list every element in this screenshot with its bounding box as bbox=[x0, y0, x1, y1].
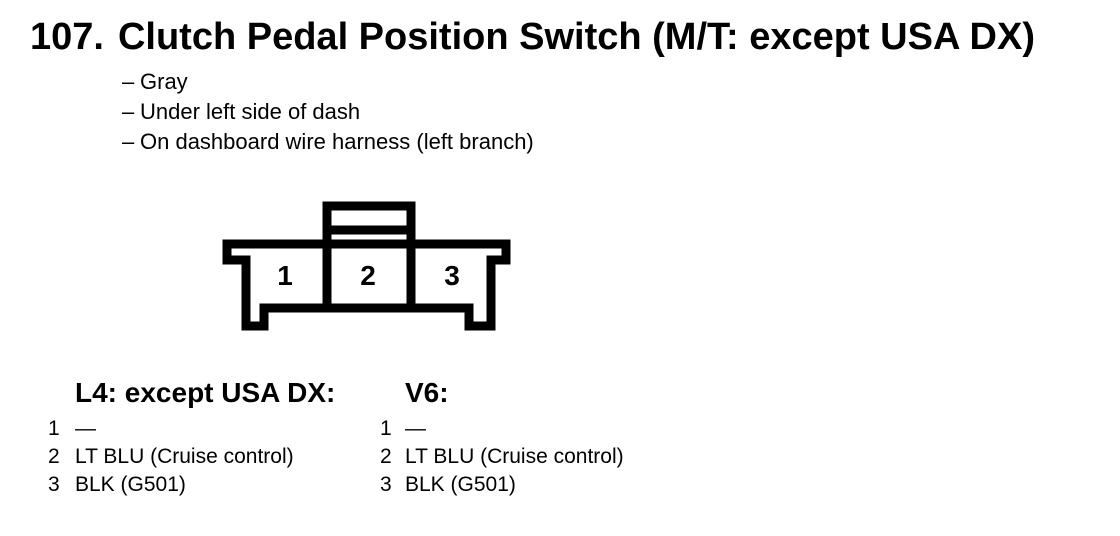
note-text: Under left side of dash bbox=[140, 99, 361, 124]
note-text: On dashboard wire harness (left branch) bbox=[140, 129, 534, 154]
pinout-row: 3 BLK (G501) bbox=[380, 471, 624, 499]
pin-number: 3 bbox=[48, 473, 60, 496]
pinout-row: 1 — bbox=[380, 415, 624, 443]
pin-number-label: 2 bbox=[360, 260, 376, 291]
pinout-row: 2 LT BLU (Cruise control) bbox=[380, 443, 624, 471]
pinout-list-l4: 1 — 2 LT BLU (Cruise control) 3 BLK (G50… bbox=[48, 415, 294, 499]
note-text: Gray bbox=[140, 69, 188, 94]
pin-description: — bbox=[75, 417, 96, 440]
pin-description: LT BLU (Cruise control) bbox=[405, 445, 624, 468]
connector-body-outline bbox=[222, 239, 511, 331]
pin-number: 2 bbox=[48, 445, 60, 468]
note-dash: – bbox=[122, 69, 135, 94]
page-title-number: 107. bbox=[30, 16, 104, 58]
connector-diagram: 1 2 3 bbox=[222, 201, 511, 331]
pinout-row: 3 BLK (G501) bbox=[48, 471, 294, 499]
pin-number: 1 bbox=[48, 417, 60, 440]
pinout-header-v6: V6: bbox=[405, 377, 449, 408]
note-line: – Gray bbox=[122, 67, 534, 97]
pinout-list-v6: 1 — 2 LT BLU (Cruise control) 3 BLK (G50… bbox=[380, 415, 624, 499]
note-line: – Under left side of dash bbox=[122, 97, 534, 127]
pinout-header-l4: L4: except USA DX: bbox=[75, 377, 336, 408]
pin-description: — bbox=[405, 417, 426, 440]
pin-number-label: 3 bbox=[444, 260, 460, 291]
pin-description: BLK (G501) bbox=[405, 473, 516, 496]
pinout-row: 1 — bbox=[48, 415, 294, 443]
page-title-text: Clutch Pedal Position Switch (M/T: excep… bbox=[117, 16, 1035, 58]
pin-number: 3 bbox=[380, 473, 392, 496]
pin-description: LT BLU (Cruise control) bbox=[75, 445, 294, 468]
note-dash: – bbox=[122, 99, 135, 124]
page-title: 107. Clutch Pedal Position Switch (M/T: … bbox=[30, 18, 1035, 56]
connector-latch bbox=[322, 201, 416, 244]
note-dash: – bbox=[122, 129, 135, 154]
pinout-row: 2 LT BLU (Cruise control) bbox=[48, 443, 294, 471]
note-line: – On dashboard wire harness (left branch… bbox=[122, 127, 534, 157]
pin-number: 2 bbox=[380, 445, 392, 468]
pin-number: 1 bbox=[380, 417, 392, 440]
connector-notes: – Gray – Under left side of dash – On da… bbox=[122, 67, 534, 157]
pin-number-label: 1 bbox=[277, 260, 293, 291]
pin-description: BLK (G501) bbox=[75, 473, 186, 496]
